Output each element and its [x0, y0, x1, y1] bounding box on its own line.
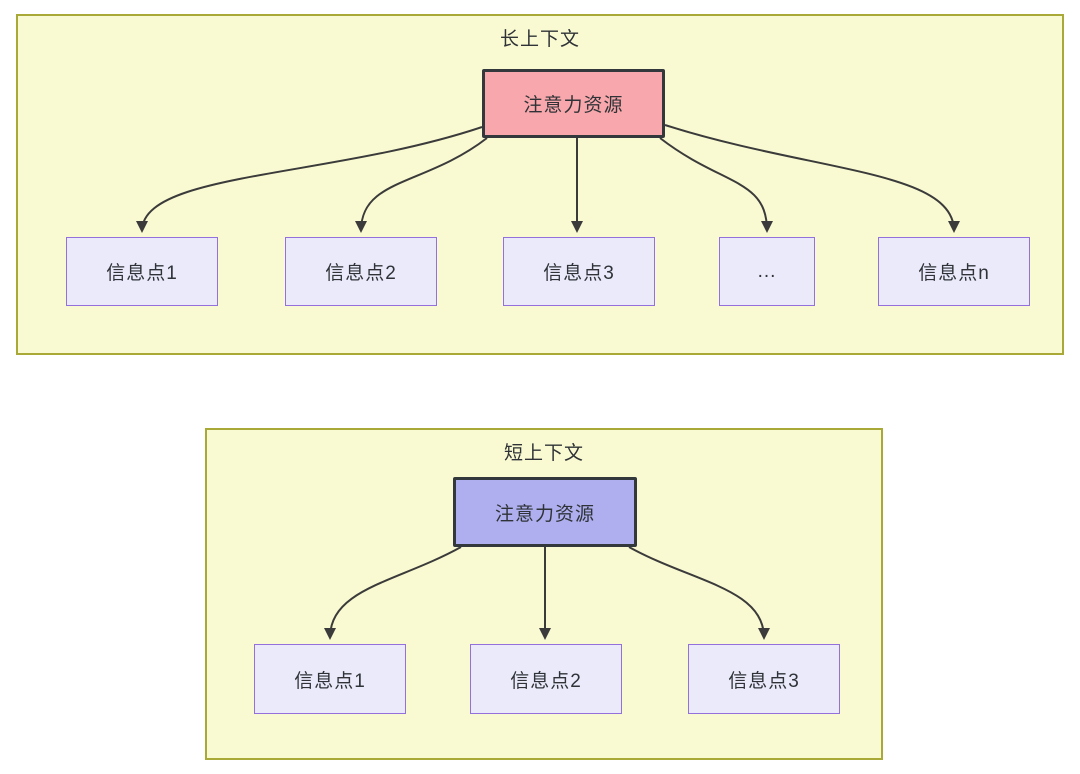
long-info-node-2-label: 信息点2	[325, 263, 397, 284]
long-info-node-2: 信息点2	[285, 237, 437, 306]
arrow-short-to-info3	[628, 546, 770, 640]
short-context-title: 短上下文	[503, 443, 584, 464]
short-info-node-3: 信息点3	[688, 644, 840, 714]
short-info-node-3-label: 信息点3	[728, 670, 800, 692]
arrow-long-to-info-n	[664, 124, 960, 233]
long-context-title: 长上下文	[499, 29, 580, 50]
long-info-node-n: 信息点n	[878, 237, 1030, 306]
short-info-node-1: 信息点1	[254, 644, 406, 714]
long-attention-resource-label: 注意力资源	[523, 95, 624, 116]
short-attention-resource-label: 注意力资源	[494, 503, 595, 525]
short-info-node-2: 信息点2	[470, 644, 622, 714]
long-info-node-n-label: 信息点n	[918, 263, 990, 284]
long-info-node-3-label: 信息点3	[543, 263, 615, 284]
long-info-node-3: 信息点3	[503, 237, 655, 306]
arrow-long-to-info1	[136, 126, 483, 233]
arrow-long-to-ellipsis	[659, 137, 773, 233]
long-info-node-ellipsis: ...	[719, 237, 815, 306]
arrow-short-to-info1	[324, 546, 462, 640]
long-info-node-ellipsis-label: ...	[757, 260, 777, 282]
short-attention-resource-node: 注意力资源	[453, 477, 637, 547]
long-info-node-1-label: 信息点1	[106, 263, 178, 284]
long-attention-resource-node: 注意力资源	[482, 69, 665, 138]
short-info-node-2-label: 信息点2	[510, 670, 582, 692]
arrow-long-to-info2	[355, 137, 488, 233]
long-info-node-1: 信息点1	[66, 237, 218, 306]
short-info-node-1-label: 信息点1	[294, 670, 366, 692]
